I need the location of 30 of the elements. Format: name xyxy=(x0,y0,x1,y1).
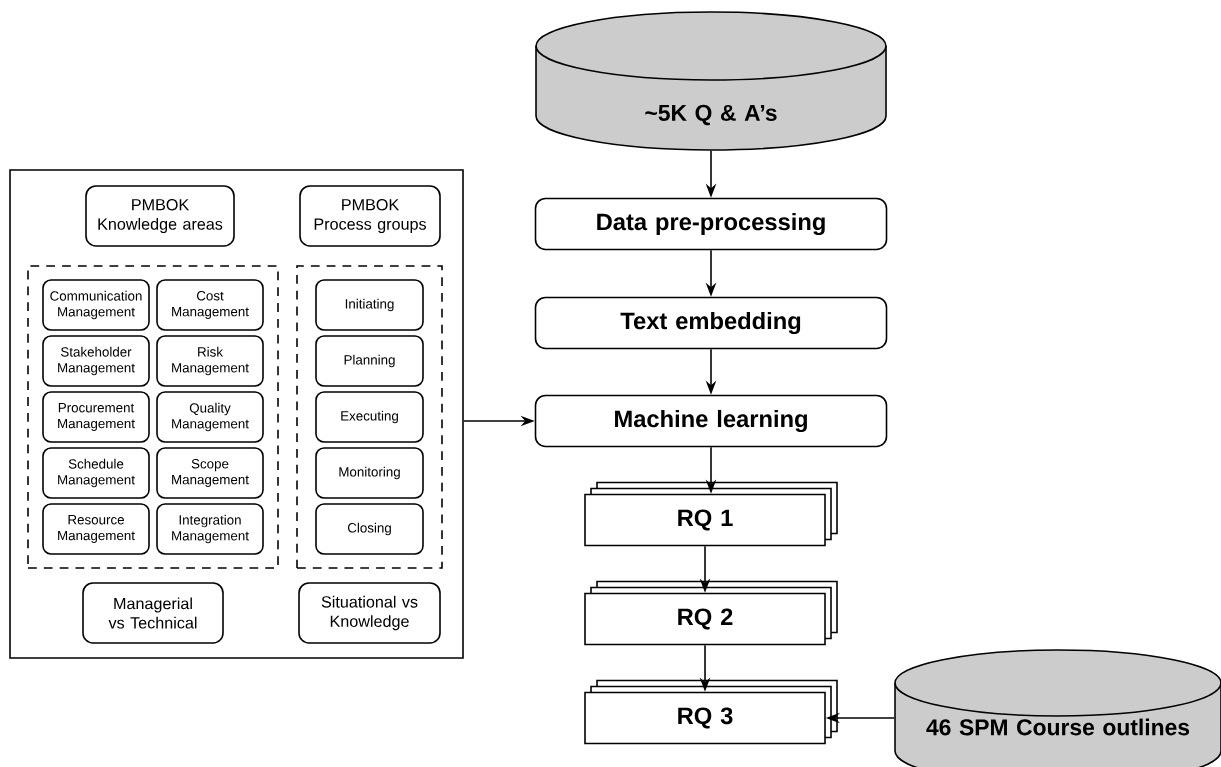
dashed-group-box xyxy=(296,265,443,569)
category-box: PMBOK Knowledge areas xyxy=(85,185,235,247)
category-box: Managerial vs Technical xyxy=(82,582,224,644)
category-box: Communication Management xyxy=(42,279,150,331)
category-panel xyxy=(9,169,464,659)
category-box: Scope Management xyxy=(156,447,264,499)
category-box: Risk Management xyxy=(156,335,264,387)
category-box: Closing xyxy=(315,503,424,555)
category-box: Cost Management xyxy=(156,279,264,331)
category-box: Situational vs Knowledge xyxy=(298,582,441,644)
category-box: Procurement Management xyxy=(42,391,150,443)
category-box: PMBOK Process groups xyxy=(299,185,441,247)
category-box: Stakeholder Management xyxy=(42,335,150,387)
database-cylinder: 46 SPM Course outlines xyxy=(894,649,1221,767)
category-box: Executing xyxy=(315,391,424,443)
category-box: Planning xyxy=(315,335,424,387)
category-box: Resource Management xyxy=(42,503,150,555)
stacked-document-box: RQ 2 xyxy=(584,580,838,646)
category-box: Initiating xyxy=(315,279,424,331)
category-box: Schedule Management xyxy=(42,447,150,499)
process-box: Text embedding xyxy=(534,296,888,350)
process-box: Data pre-processing xyxy=(534,197,888,251)
database-cylinder: ~5K Q & A’s xyxy=(535,11,887,151)
stacked-document-box: RQ 1 xyxy=(584,481,838,547)
category-box: Quality Management xyxy=(156,391,264,443)
dashed-group-box xyxy=(27,265,279,569)
process-box: Machine learning xyxy=(534,394,888,448)
category-box: Integration Management xyxy=(156,503,264,555)
stacked-document-box: RQ 3 xyxy=(584,679,838,745)
category-box: Monitoring xyxy=(315,447,424,499)
